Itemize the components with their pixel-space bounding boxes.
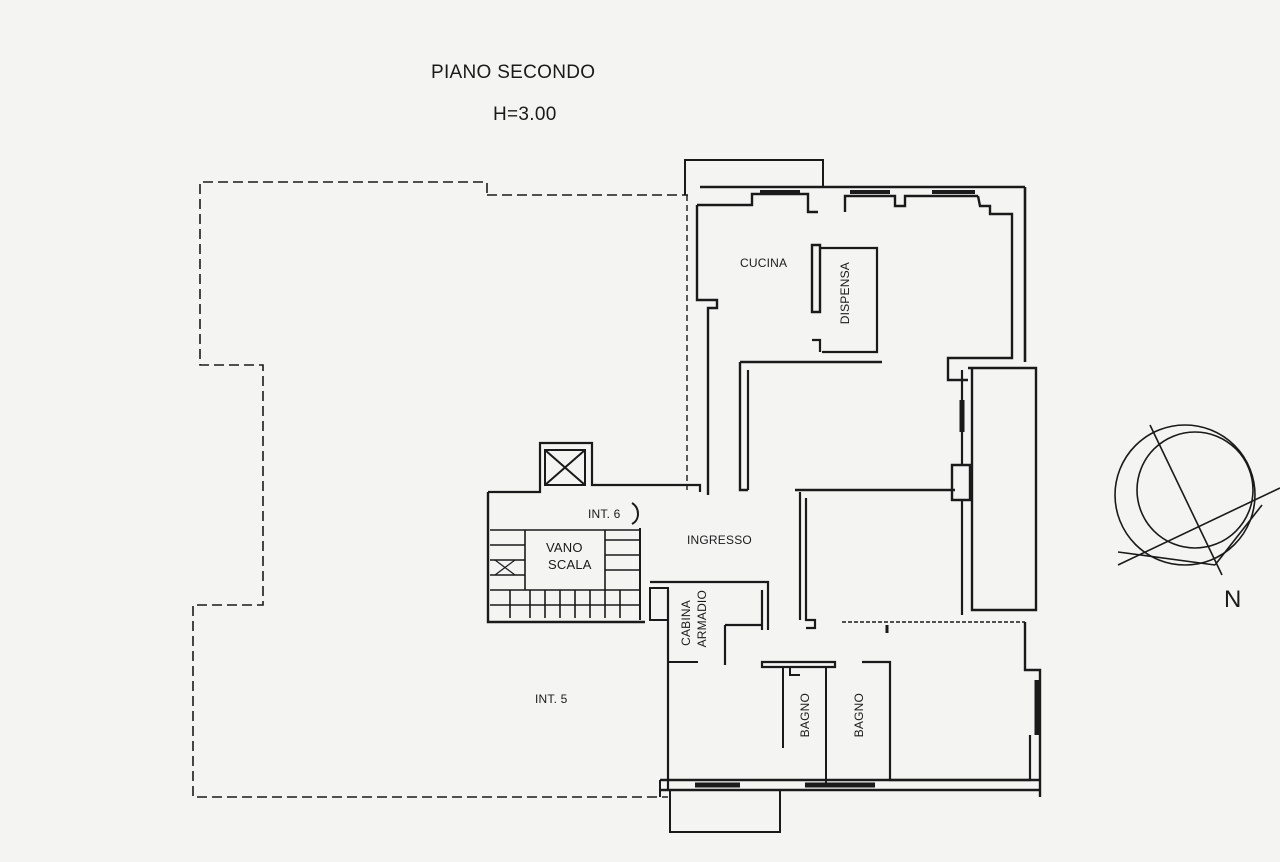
- room-label-ingresso: INGRESSO: [687, 533, 752, 547]
- room-label-bagno-1: BAGNO: [798, 693, 812, 738]
- ceiling-height: H=3.00: [493, 104, 557, 125]
- room-label-scala: SCALA: [548, 557, 592, 572]
- room-label-armadio: ARMADIO: [695, 590, 709, 648]
- room-label-bagno-2: BAGNO: [852, 693, 866, 738]
- room-label-cabina: CABINA: [679, 600, 693, 646]
- unit-label-int5: INT. 5: [535, 692, 568, 706]
- unit-label-int6: INT. 6: [588, 507, 621, 521]
- floor-title: PIANO SECONDO: [431, 62, 596, 83]
- room-label-vano: VANO: [546, 540, 583, 555]
- int5-dashed-boundary: [192, 181, 668, 798]
- room-label-dispensa: DISPENSA: [838, 262, 852, 325]
- compass-north-label: N: [1224, 586, 1242, 613]
- compass-rose-icon: [1114, 424, 1280, 576]
- room-label-cucina: CUCINA: [740, 256, 788, 270]
